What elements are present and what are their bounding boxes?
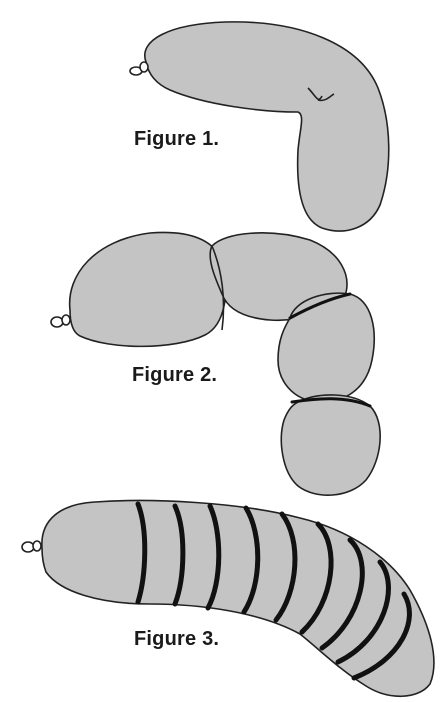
figure-2-caption: Figure 2. — [132, 364, 217, 387]
figure-1-caption: Figure 1. — [134, 128, 219, 151]
figure-1-balloon-body — [145, 22, 389, 231]
figure-2-knot — [51, 315, 70, 327]
figure-3-caption: Figure 3. — [134, 628, 219, 651]
figure-3-balloon — [22, 501, 434, 697]
figure-2-segment-1 — [70, 232, 226, 346]
figure-1-balloon — [130, 22, 389, 231]
figure-1-knot — [130, 62, 148, 75]
figure-3-knot — [22, 541, 41, 552]
figure-2-segment-4 — [281, 395, 380, 495]
